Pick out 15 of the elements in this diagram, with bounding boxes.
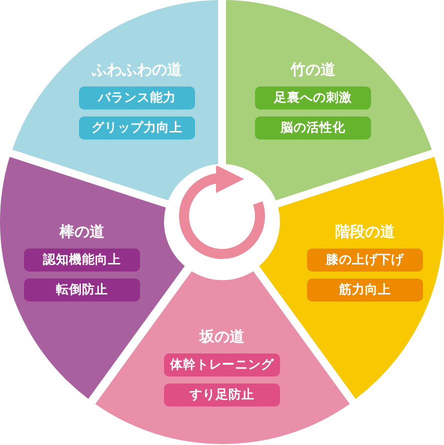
tag-label: 体幹トレーニング [164,353,280,376]
tag-label: 転倒防止 [24,278,140,302]
tag-label: 筋力向上 [306,278,423,302]
segment-title: 坂の道 [199,327,244,346]
tag-label: 足裏への刺激 [255,86,371,110]
tag-label: 膝の上げ下げ [306,248,423,272]
tag-label: 認知機能向上 [24,248,140,272]
tag-label: バランス能力 [78,86,195,110]
segment-title: 竹の道 [290,60,336,80]
segment-title: 棒の道 [60,222,104,242]
segment-title: 階段の道 [334,222,395,242]
tag-label: すり足防止 [164,383,280,406]
tag-label: 脳の活性化 [255,116,371,140]
tag-label: グリップ力向上 [78,116,195,140]
segment-title: ふわふわの道 [92,60,182,80]
